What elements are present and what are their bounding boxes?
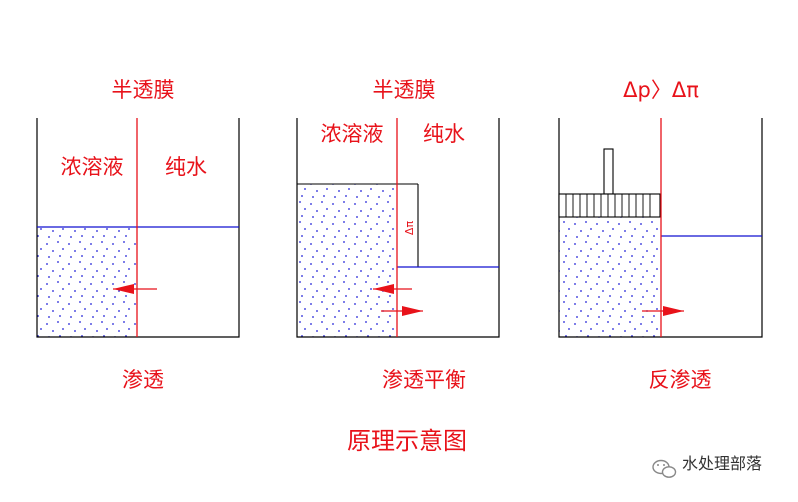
concentrated-solution — [37, 227, 136, 337]
pi-label: Δπ — [403, 221, 416, 236]
panel-caption: 反渗透 — [649, 368, 712, 392]
right-water-label: 纯水 — [165, 155, 207, 179]
watermark-text: 水处理部落 — [682, 454, 762, 473]
flow-arrow-right — [642, 306, 684, 316]
piston-plate — [558, 193, 661, 218]
flow-arrow-right — [381, 306, 423, 316]
piston-hatching — [565, 194, 651, 217]
piston-rod — [603, 148, 614, 195]
membrane-label: 半透膜 — [373, 78, 436, 102]
panel-reverse-osmosis: Δp〉Δπ — [558, 78, 763, 392]
pressure-label: Δp〉Δπ — [623, 78, 699, 102]
wechat-icon — [652, 459, 677, 478]
membrane-label: 半透膜 — [112, 78, 175, 102]
right-water-label: 纯水 — [423, 122, 465, 146]
piston — [558, 148, 661, 218]
concentrated-solution — [559, 217, 660, 337]
flow-arrow-left — [373, 284, 412, 294]
panel-caption: 渗透平衡 — [382, 368, 466, 392]
left-solution-label: 浓溶液 — [321, 122, 384, 146]
concentrated-solution — [297, 184, 397, 337]
flow-arrow-left — [113, 284, 157, 294]
panel-osmotic-equilibrium: 半透膜 浓溶液 纯水 Δπ 渗透平衡 — [296, 78, 500, 392]
panel-osmosis: 半透膜 浓溶液 纯水 渗透 — [36, 78, 240, 392]
watermark: 水处理部落 — [652, 454, 762, 478]
diagram-title: 原理示意图 — [347, 427, 467, 455]
panel-caption: 渗透 — [122, 368, 164, 392]
tank-frame — [296, 118, 500, 338]
left-solution-label: 浓溶液 — [61, 155, 124, 179]
